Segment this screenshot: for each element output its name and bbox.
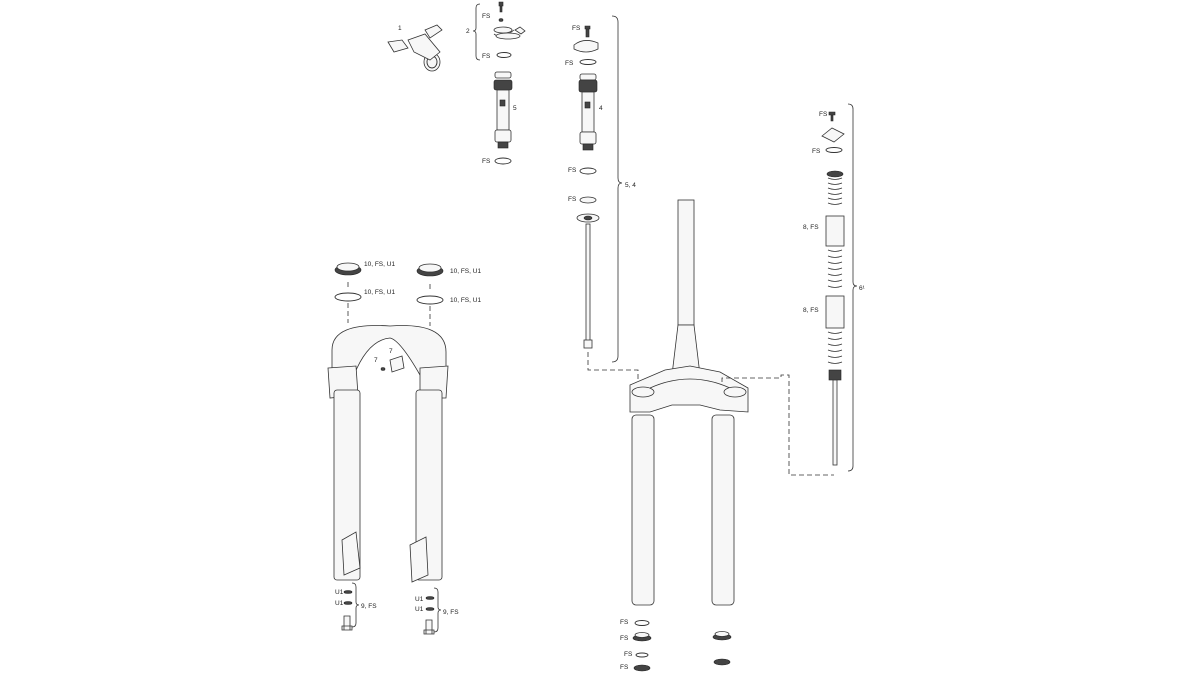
label-fs-bot-4: FS <box>620 664 629 671</box>
label-seal-l2: 10, FS, U1 <box>364 289 395 296</box>
brace-2 <box>472 3 481 61</box>
label-fs-top-left-2: FS <box>482 53 491 60</box>
callout-8-fs-2: 8, FS <box>803 307 819 314</box>
callout-9-fs-left: 9, FS <box>361 603 377 610</box>
label-fs-mid-lower1: FS <box>568 167 577 174</box>
label-fs-top-left-1: FS <box>482 13 491 20</box>
remote-lever <box>387 24 443 72</box>
bottom-hardware-left <box>341 590 435 635</box>
label-seal-r1: 10, FS, U1 <box>450 268 481 275</box>
label-u1-l2: U1 <box>335 600 344 607</box>
leader-left <box>587 352 639 382</box>
label-seal-l1: 10, FS, U1 <box>364 261 395 268</box>
label-fs-mid-lower2: FS <box>568 196 577 203</box>
leader-right <box>721 374 834 476</box>
label-fs-bot-3: FS <box>624 651 633 658</box>
callout-2: 2 <box>466 28 470 35</box>
label-u1-l1: U1 <box>335 589 344 596</box>
label-fs-left-bottom: FS <box>482 158 491 165</box>
callout-5-4: 5, 4 <box>625 182 636 189</box>
callout-9-fs-right: 9, FS <box>443 609 459 616</box>
bottom-hardware-right <box>632 620 732 672</box>
label-fs-bot-2: FS <box>620 635 629 642</box>
crown-steerer-assembly <box>629 199 749 606</box>
label-fs-bot-1: FS <box>620 619 629 626</box>
cap-stack-2 <box>493 1 526 58</box>
label-u1-r1: U1 <box>415 596 424 603</box>
damper-cartridge-4 <box>573 25 600 349</box>
label-fs-mid-ring: FS <box>565 60 574 67</box>
brace-9-left <box>351 582 360 628</box>
brace-5-4 <box>611 15 623 363</box>
label-fs-right-bolt: FS <box>819 111 828 118</box>
seal-stack-left <box>334 262 444 305</box>
callout-7a: 7 <box>374 357 378 364</box>
brace-6 <box>847 103 858 472</box>
label-u1-r2: U1 <box>415 606 424 613</box>
label-fs-mid-top: FS <box>572 25 581 32</box>
callout-4: 4 <box>599 105 603 112</box>
lower-legs <box>327 325 449 583</box>
spring-assembly-6 <box>821 111 845 466</box>
callout-6: 6¹ <box>859 285 866 292</box>
callout-1: 1 <box>398 25 402 32</box>
label-seal-r2: 10, FS, U1 <box>450 297 481 304</box>
callout-7b: 7 <box>389 348 393 355</box>
callout-8-fs-1: 8, FS <box>803 224 819 231</box>
brace-9-right <box>433 587 442 633</box>
damper-cartridge-5 <box>493 71 513 165</box>
callout-5: 5 <box>513 105 517 112</box>
label-fs-right-ring: FS <box>812 148 821 155</box>
